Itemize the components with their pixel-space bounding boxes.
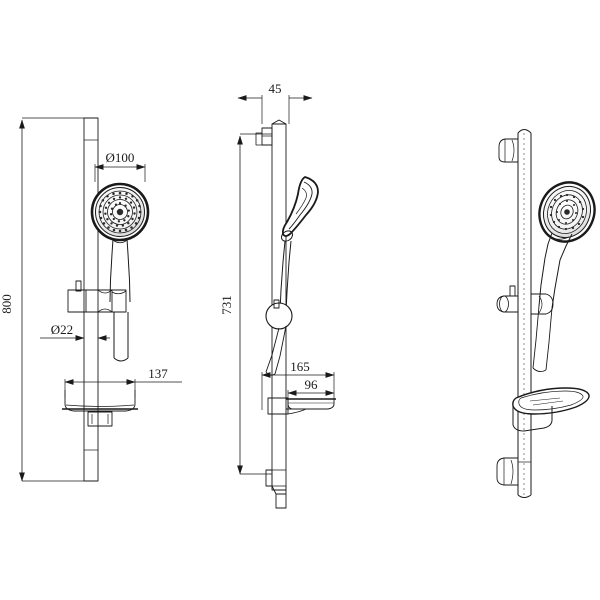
shower-head-side-handle-back: [285, 240, 292, 313]
slide-rail: [83, 117, 99, 482]
rail-bottom-end: [275, 494, 287, 509]
shower-head-iso-ring-4: [560, 204, 574, 220]
dimension-label-d100: Ø100: [106, 150, 135, 165]
dimension-label-96: 96: [305, 377, 319, 392]
dimension-label-d22: Ø22: [51, 322, 73, 337]
holder-lever-side: [273, 299, 280, 309]
shower-head-nozzles: [98, 191, 142, 233]
soap-dish-iso: [512, 387, 590, 432]
shower-head-iso-handle: [544, 232, 573, 261]
holder-iso-cradle-inner: [538, 295, 543, 314]
soap-dish-side-body: [287, 398, 335, 410]
shower-head-side-collar: [280, 230, 294, 242]
soap-dish-bracket-detail: [91, 414, 109, 424]
slide-rail-body: [83, 117, 99, 482]
holder-iso-cradle: [531, 293, 554, 315]
hose-iso-body: [532, 305, 553, 371]
holder-iso-knob-face: [499, 295, 509, 313]
shower-head-ring-4: [112, 204, 128, 220]
side-view: [237, 95, 336, 509]
hand-shower-head-front: [90, 182, 150, 303]
soap-dish-bracket: [87, 411, 113, 427]
top-bracket-wall-flange: [255, 132, 262, 146]
dimension-label-137: 137: [148, 366, 168, 381]
shower-head-side-handle: [279, 240, 286, 313]
holder-curve: [97, 289, 113, 313]
top-bracket-plate: [261, 127, 273, 146]
hose-end: [113, 357, 129, 362]
holder-lever: [75, 280, 82, 292]
holder-cradle-lip: [111, 290, 127, 295]
soap-dish-front: [62, 390, 138, 427]
hand-shower-head-side: [279, 176, 319, 313]
soap-dish-side: [267, 397, 336, 415]
shower-head-iso-neck: [547, 235, 570, 240]
holder-rail-seat: [84, 289, 98, 313]
soap-dish-side-underside: [287, 408, 307, 415]
sliding-holder-front: [67, 280, 127, 313]
hose-iso-end: [532, 367, 547, 373]
shower-head-ring-2: [102, 194, 138, 230]
holder-cradle: [112, 289, 127, 313]
shower-head-side-face: [288, 181, 313, 230]
shower-head-iso-ring-1: [547, 190, 587, 234]
bottom-wall-bracket-iso: [496, 457, 531, 486]
holder-iso-lever: [509, 285, 516, 297]
bottom-bracket-iso-body: [496, 457, 518, 486]
hose-side-body: [265, 325, 287, 375]
holder-arm: [98, 289, 113, 313]
slide-rail-iso: [517, 129, 532, 498]
dimension-label-731: 731: [219, 295, 234, 315]
shower-head-iso-ring-3: [555, 199, 579, 225]
rail-iso-top-cap: [517, 129, 532, 134]
soap-dish-iso-bracket: [512, 406, 553, 432]
dimension-label-800: 800: [0, 294, 14, 314]
dimension-label-45: 45: [269, 81, 282, 96]
shower-hose-front: [113, 312, 129, 362]
holder-knob: [67, 289, 87, 313]
soap-dish-body: [64, 390, 136, 412]
shower-head-side-inner: [295, 187, 307, 215]
dimension-label-165: 165: [290, 359, 310, 374]
shower-head-neck: [113, 240, 127, 244]
shower-head-side-outline: [281, 176, 319, 237]
hand-shower-head-iso: [538, 181, 596, 309]
dimension-shower-head-diameter: [94, 164, 146, 182]
shower-head-iso-hub: [564, 209, 570, 215]
bottom-bracket-foot: [271, 485, 287, 495]
top-wall-bracket-side: [255, 127, 273, 146]
shower-hose-iso: [532, 305, 553, 373]
rail-top-cap-side: [271, 119, 287, 125]
soap-dish-iso-slots: [529, 397, 564, 406]
dimension-bracket-projection: [237, 95, 313, 124]
hose-body: [113, 312, 129, 358]
rail-iso-bottom-cap: [517, 494, 532, 498]
top-bracket-iso-curve: [511, 139, 515, 162]
bottom-bracket-seam: [272, 469, 286, 487]
soap-dish-iso-inner: [518, 390, 584, 411]
shower-head-iso-nozzles: [549, 193, 585, 231]
soap-dish-side-bracket: [267, 397, 289, 415]
top-wall-bracket-iso: [498, 138, 518, 163]
front-view: [19, 117, 182, 482]
bottom-bracket-iso-curve: [510, 459, 514, 485]
soap-dish-inner-line: [65, 404, 135, 407]
top-bracket-iso-body: [498, 138, 518, 163]
holder-iso-knob: [496, 295, 518, 313]
bottom-wall-bracket-side: [265, 469, 287, 509]
isometric-view: [496, 129, 596, 498]
sliding-holder-iso: [496, 285, 554, 315]
shower-head-ring-3: [107, 199, 133, 225]
shower-head-centre-hub: [116, 208, 124, 216]
